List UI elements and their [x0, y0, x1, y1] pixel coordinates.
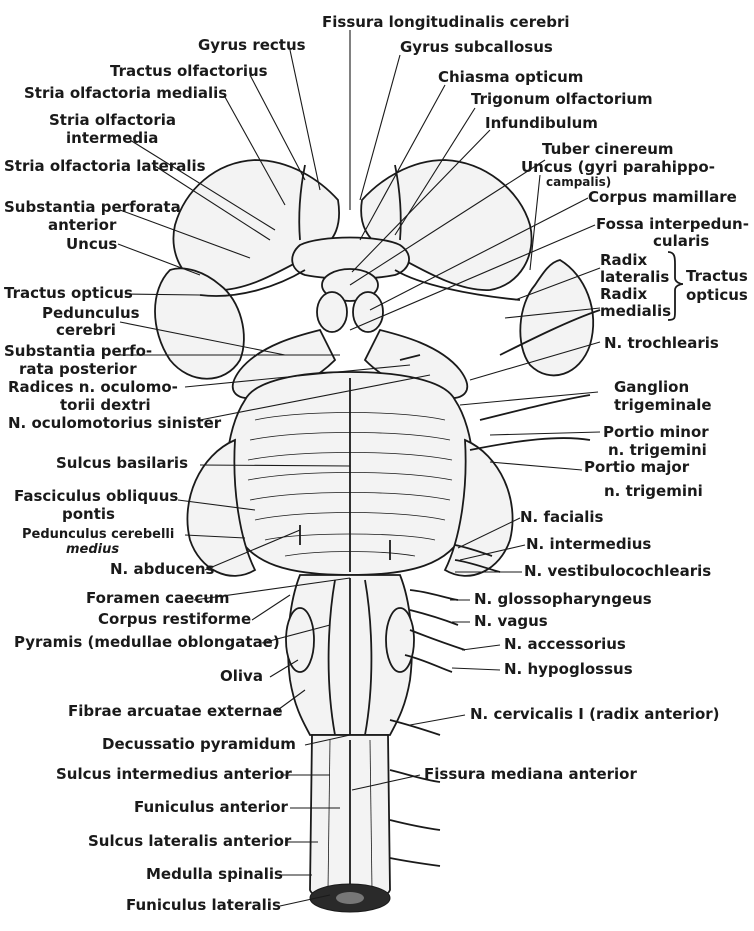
label-fibrae-arcuatae: Fibrae arcuatae externae	[68, 702, 283, 720]
label-radix-lateralis-2: lateralis	[600, 268, 669, 286]
grey-matter-marks	[336, 892, 364, 904]
label-decussatio: Decussatio pyramidum	[102, 735, 296, 753]
label-n-glossopharyngeus: N. glossopharyngeus	[474, 590, 652, 608]
anatomy-drawing	[154, 159, 601, 913]
intermediate-sulcus-left	[327, 739, 331, 891]
label-radices-oculomot-2: torii dextri	[60, 396, 151, 414]
label-funiculus-lateralis: Funiculus lateralis	[126, 896, 281, 914]
oculomotor-stub	[399, 354, 421, 361]
label-pedunculus-cerebri-1: Pedunculus	[42, 304, 140, 322]
label-fossa-interped-2: cularis	[653, 232, 709, 250]
label-ped-cerebelli-2: medius	[66, 542, 119, 557]
pyramid-left	[327, 579, 336, 736]
label-gyrus-subcallosus: Gyrus subcallosus	[400, 38, 553, 56]
olfactory-tract-left	[298, 164, 306, 241]
label-fissura-mediana: Fissura mediana anterior	[424, 765, 637, 783]
label-n-cervicalis: N. cervicalis I (radix anterior)	[470, 705, 720, 723]
label-n-facialis: N. facialis	[520, 508, 604, 526]
label-oliva: Oliva	[220, 667, 263, 685]
optic-tract-right	[394, 269, 521, 301]
label-n-abducens: N. abducens	[110, 560, 214, 578]
label-n-hypoglossus: N. hypoglossus	[504, 660, 633, 678]
label-uncus: Uncus	[66, 235, 117, 253]
label-radix-medialis-2: medialis	[600, 302, 671, 320]
label-ganglion-trig-1: Ganglion	[614, 378, 689, 396]
olive-right	[385, 607, 415, 673]
label-stria-olf-intermedia-2: intermedia	[66, 129, 158, 147]
label-subst-perf-post-1: Substantia perfo-	[4, 342, 152, 360]
label-trigonum-olfactorium: Trigonum olfactorium	[471, 90, 653, 108]
label-portio-major-2: n. trigemini	[604, 482, 703, 500]
label-pyramis: Pyramis (medullae oblongatae)	[14, 633, 280, 651]
mammillary-body-right	[352, 291, 384, 333]
label-sulcus-intermedius: Sulcus intermedius anterior	[56, 765, 292, 783]
olfactory-tract-right	[394, 164, 402, 241]
label-fasc-obliquus-1: Fasciculus obliquus	[14, 487, 178, 505]
label-fasc-obliquus-2: pontis	[62, 505, 115, 523]
label-portio-minor-2: n. trigemini	[608, 441, 707, 459]
label-n-vagus: N. vagus	[474, 612, 548, 630]
label-portio-minor-1: Portio minor	[603, 423, 709, 441]
label-tractus-opticus-r-1: Tractus	[686, 267, 748, 285]
temporal-lobe-right	[519, 259, 594, 377]
label-medulla-spinalis: Medulla spinalis	[146, 865, 283, 883]
label-n-trochlearis: N. trochlearis	[604, 334, 719, 352]
label-funiculus-anterior: Funiculus anterior	[134, 798, 289, 816]
label-tractus-olfactorius: Tractus olfactorius	[110, 62, 268, 80]
label-subst-perf-ant-1: Substantia perforata	[4, 198, 181, 216]
label-ganglion-trig-2: trigeminale	[614, 396, 712, 414]
label-stria-olf-lateralis: Stria olfactoria lateralis	[4, 157, 206, 175]
labels: Fissura longitudinalis cerebri Gyrus rec…	[4, 13, 749, 914]
cranial-nerve-roots	[389, 309, 601, 867]
label-fissura-longitudinalis: Fissura longitudinalis cerebri	[322, 13, 570, 31]
label-ped-cerebelli-1: Pedunculus cerebelli	[22, 527, 174, 542]
optic-tract-left	[199, 269, 306, 297]
label-portio-major-1: Portio major	[584, 458, 690, 476]
label-corpus-restiforme: Corpus restiforme	[98, 610, 251, 628]
label-sulcus-basilaris: Sulcus basilaris	[56, 454, 188, 472]
label-n-oculomotorius-sin: N. oculomotorius sinister	[8, 414, 222, 432]
label-gyrus-rectus: Gyrus rectus	[198, 36, 306, 54]
label-fossa-interped-1: Fossa interpedun-	[596, 215, 749, 233]
label-n-vestibulocochlearis: N. vestibulocochlearis	[524, 562, 711, 580]
olive-left	[285, 607, 315, 673]
label-radix-medialis-1: Radix	[600, 285, 648, 303]
mammillary-body-left	[316, 291, 348, 333]
cerebellum-left	[186, 438, 257, 577]
label-n-accessorius: N. accessorius	[504, 635, 626, 653]
label-stria-olf-intermedia-1: Stria olfactoria	[49, 111, 176, 129]
label-tuber-cinereum: Tuber cinereum	[542, 140, 674, 158]
label-tractus-opticus: Tractus opticus	[4, 284, 133, 302]
pyramid-right	[364, 579, 373, 736]
label-n-intermedius: N. intermedius	[526, 535, 651, 553]
label-stria-olf-medialis: Stria olfactoria medialis	[24, 84, 227, 102]
label-pedunculus-cerebri-2: cerebri	[56, 321, 116, 339]
label-foramen-caecum: Foramen caecum	[86, 589, 230, 607]
leader-lines	[117, 30, 601, 907]
label-radix-lateralis-1: Radix	[600, 251, 648, 269]
tractus-opticus-brace	[667, 251, 684, 321]
label-subst-perf-ant-2: anterior	[48, 216, 117, 234]
label-corpus-mamillare: Corpus mamillare	[588, 188, 737, 206]
label-uncus-gyri-2: campalis)	[546, 175, 611, 189]
label-tractus-opticus-r-2: opticus	[686, 286, 748, 304]
label-uncus-gyri-1: Uncus (gyri parahippo-	[521, 158, 715, 176]
intermediate-sulcus-right	[369, 739, 373, 891]
label-subst-perf-post-2: rata posterior	[19, 360, 137, 378]
label-sulcus-lateralis: Sulcus lateralis anterior	[88, 832, 292, 850]
label-infundibulum: Infundibulum	[485, 114, 598, 132]
label-chiasma-opticum: Chiasma opticum	[438, 68, 583, 86]
label-radices-oculomot-1: Radices n. oculomo-	[8, 378, 178, 396]
